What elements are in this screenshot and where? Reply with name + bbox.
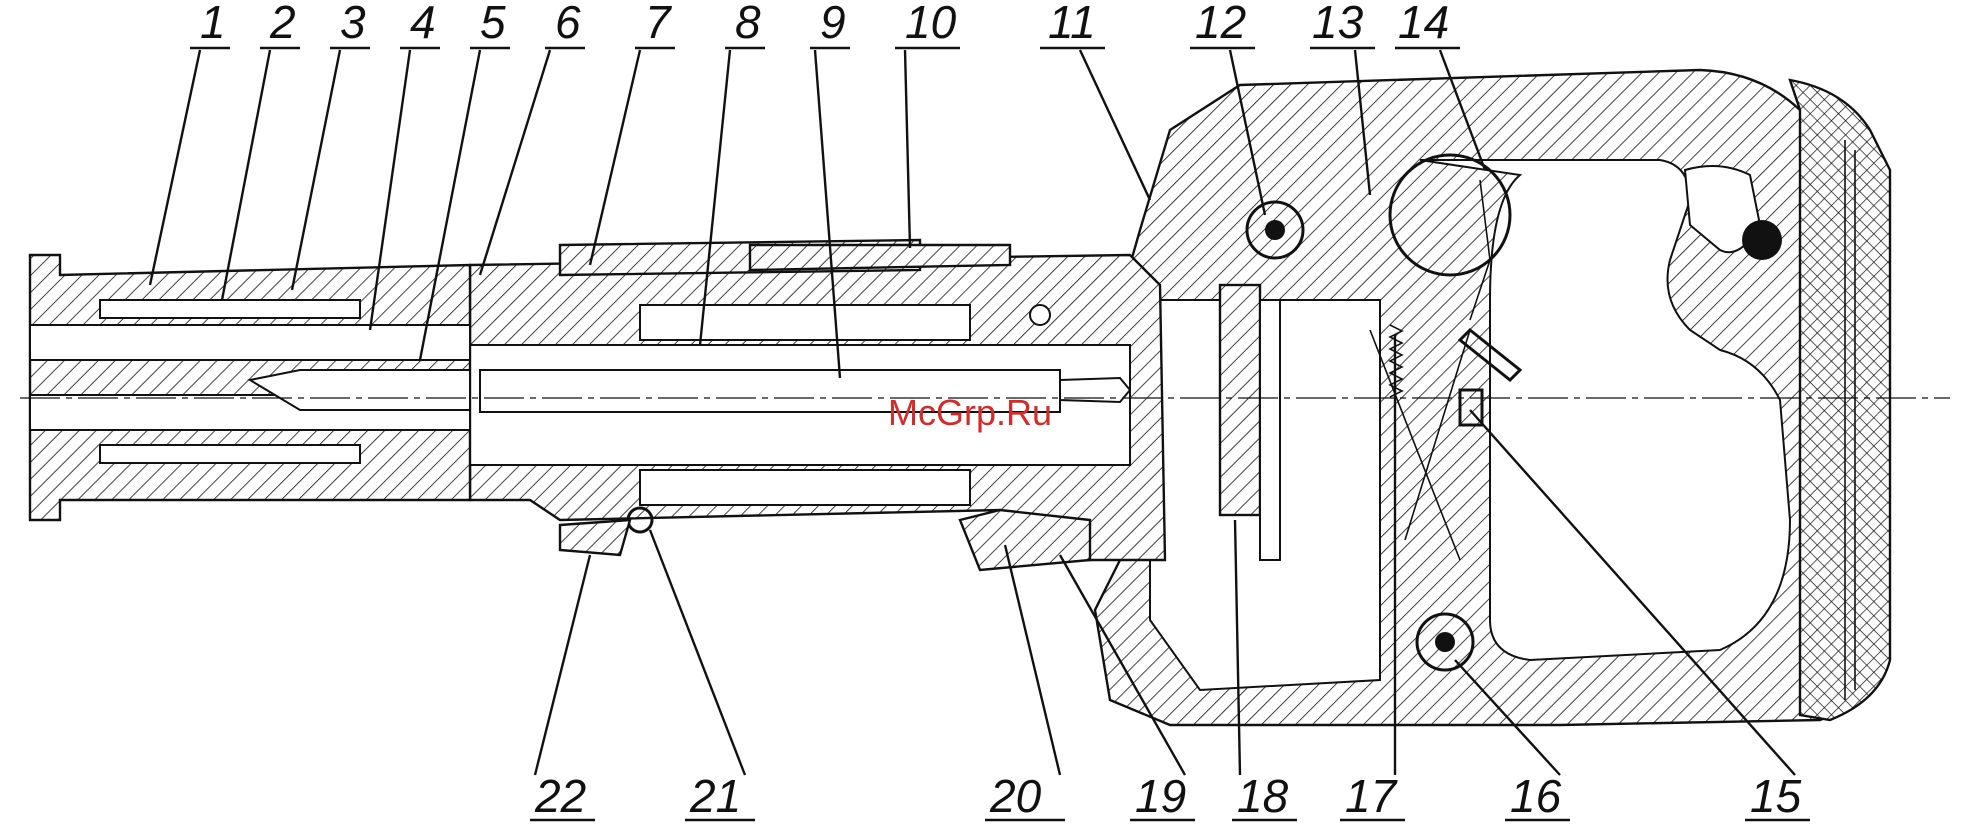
callout-13: 13 [1312,0,1364,48]
callout-22: 22 [534,770,586,822]
leader-3 [292,50,340,290]
callout-1: 1 [200,0,226,48]
callout-12: 12 [1195,0,1246,48]
pin-mount-icon [1030,305,1050,325]
callout-9: 9 [820,0,846,48]
callout-6: 6 [555,0,581,48]
leader-6 [480,50,550,275]
top-callouts: 1 2 3 4 5 6 7 8 9 10 11 12 13 14 [190,0,1460,48]
callout-19: 19 [1135,770,1186,822]
callout-3: 3 [340,0,366,48]
callout-7: 7 [645,0,672,48]
callout-21: 21 [689,770,741,822]
leader-22 [535,555,590,775]
bottom-callouts: 15 16 17 18 19 20 21 22 [530,770,1810,822]
leader-21 [650,530,745,775]
leader-7 [590,50,640,265]
leader-10 [905,50,910,248]
callout-14: 14 [1398,0,1449,48]
leader-11 [1080,50,1150,200]
callout-18: 18 [1237,770,1289,822]
leader-1 [150,50,200,285]
callout-17: 17 [1345,770,1398,822]
callout-10: 10 [905,0,957,48]
watermark-text: McGrp.Ru [888,392,1052,433]
callout-11: 11 [1048,0,1096,48]
leader-2 [222,50,270,300]
callout-16: 16 [1510,770,1562,822]
barrel-nose [30,255,470,520]
leader-20 [1005,545,1060,775]
callout-5: 5 [480,0,506,48]
callout-4: 4 [410,0,436,48]
callout-15: 15 [1750,770,1802,822]
callout-20: 20 [989,770,1042,822]
handle-rivet-icon [1742,220,1782,260]
callout-8: 8 [735,0,761,48]
callout-2: 2 [269,0,296,48]
